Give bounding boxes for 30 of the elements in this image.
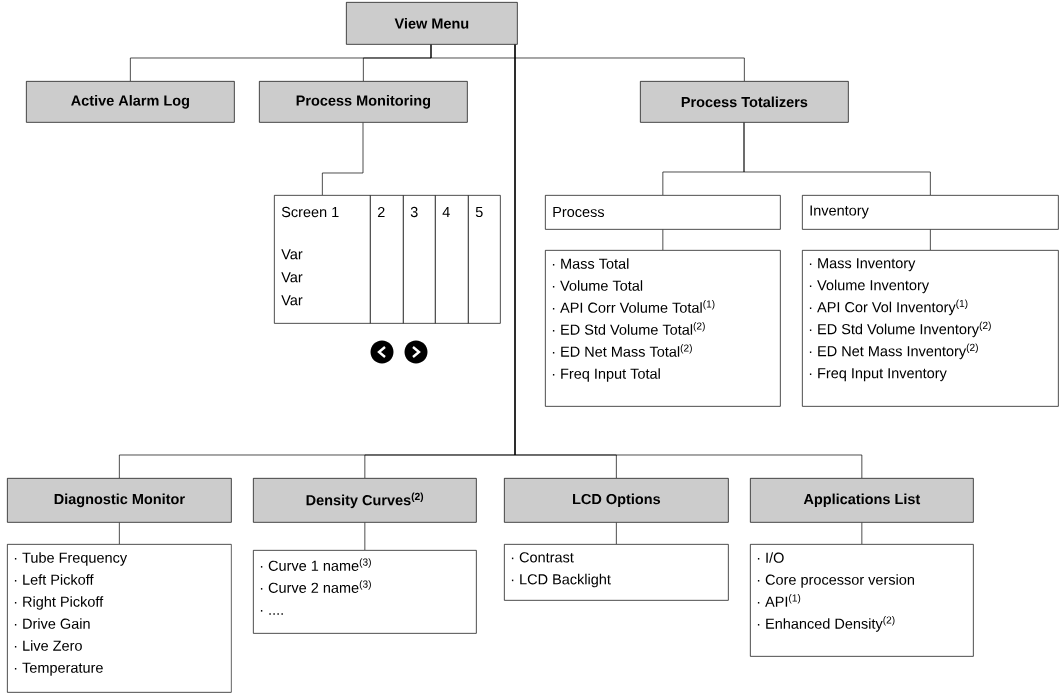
menu-box: Process Monitoring — [259, 81, 468, 123]
item-list-box: · Contrast · LCD Backlight — [504, 544, 729, 601]
menu-box: Diagnostic Monitor — [7, 478, 232, 523]
menu-box: Active Alarm Log — [26, 81, 235, 123]
item-list-box: · I/O · Core processor version · API$^{(1)}$ · Enhanced Density$^{(2)}$ — [750, 544, 974, 657]
screen-tab: 5 — [468, 195, 501, 324]
screen-tab: 2 — [370, 195, 404, 324]
menu-box: Process Totalizers — [640, 81, 849, 123]
menu-box: Density Curves$^{(2)}$ — [253, 478, 477, 523]
connector-line — [430, 44, 745, 82]
group-box: Inventory — [802, 195, 1059, 230]
item-list-box: · Tube Frequency · Left Pickoff · Right Pickoff · Drive Gain · Live Zero · Temperature — [7, 544, 232, 693]
screen-tab: 3 — [403, 195, 436, 324]
connector-line — [322, 122, 364, 196]
connector-line — [616, 522, 617, 545]
connector-line — [743, 122, 931, 196]
item-list-box: · Mass Inventory · Volume Inventory · API Cor Vol Inventory$^{(1)}$ · ED Std Volume Inventory$^{(2)}$ · ED Net Mass Inventory$^{(2)}$ · Freq Input Inventory — [802, 250, 1059, 407]
item-list-box: · Mass Total · Volume Total · API Corr Volume Total$^{(1)}$ · ED Std Volume Total$^{(2)}$ · ED Net Mass Total$^{(2)}$ · Freq Input Total — [545, 250, 781, 407]
connector-line — [364, 522, 366, 551]
screen-tab: 4 — [435, 195, 469, 324]
item-list-box: · Curve 1 name$^{(3)}$ · Curve 2 name$^{(3)}$ · .... — [253, 550, 477, 634]
connector-line — [930, 229, 931, 251]
connector-line — [861, 522, 863, 545]
group-box: Process — [545, 195, 781, 230]
menu-box: LCD Options — [504, 478, 729, 523]
menu-box: View Menu — [346, 2, 518, 45]
connector-line — [514, 44, 863, 479]
connector-line — [119, 522, 120, 545]
menu-box: Applications List — [750, 478, 974, 523]
connector-line — [662, 229, 664, 251]
